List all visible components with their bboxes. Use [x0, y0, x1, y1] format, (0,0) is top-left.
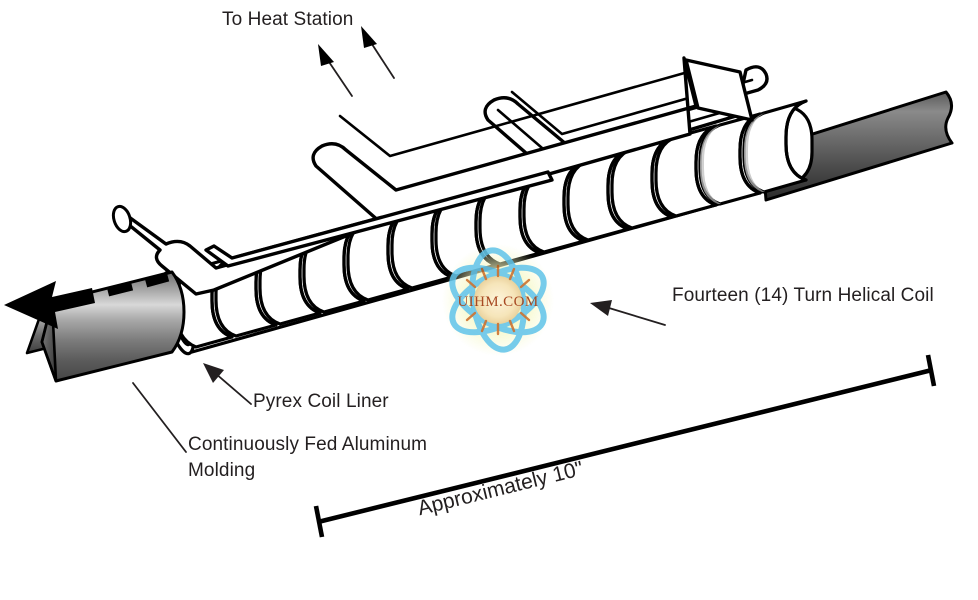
dimension-line	[313, 354, 937, 538]
leader-pyrex-liner	[203, 363, 252, 405]
label-pyrex-liner: Pyrex Coil Liner	[253, 391, 389, 412]
label-heat-station: To Heat Station	[222, 9, 353, 30]
aluminum-bar-right	[760, 90, 954, 202]
label-helical-coil: Fourteen (14) Turn Helical Coil	[672, 285, 934, 306]
leader-aluminum-molding	[132, 382, 187, 453]
lead-tube-lower	[311, 56, 698, 224]
lead-tube-coil-junction	[684, 58, 754, 122]
lead-tube-upper-run	[204, 170, 554, 268]
coil-gap-shading	[700, 113, 765, 204]
watermark-logo: UIHM.COM	[442, 244, 554, 356]
watermark-text: UIHM.COM	[457, 294, 538, 310]
heat-station-arrows	[318, 26, 395, 97]
label-aluminum-molding-line2: Molding	[188, 460, 255, 481]
leader-helical-coil	[590, 300, 666, 326]
label-aluminum-molding-line1: Continuously Fed Aluminum	[188, 434, 427, 455]
label-dimension: Approximately 10"	[415, 457, 585, 520]
lead-tube-open-end	[111, 204, 133, 234]
feed-direction-arrow	[4, 272, 170, 329]
